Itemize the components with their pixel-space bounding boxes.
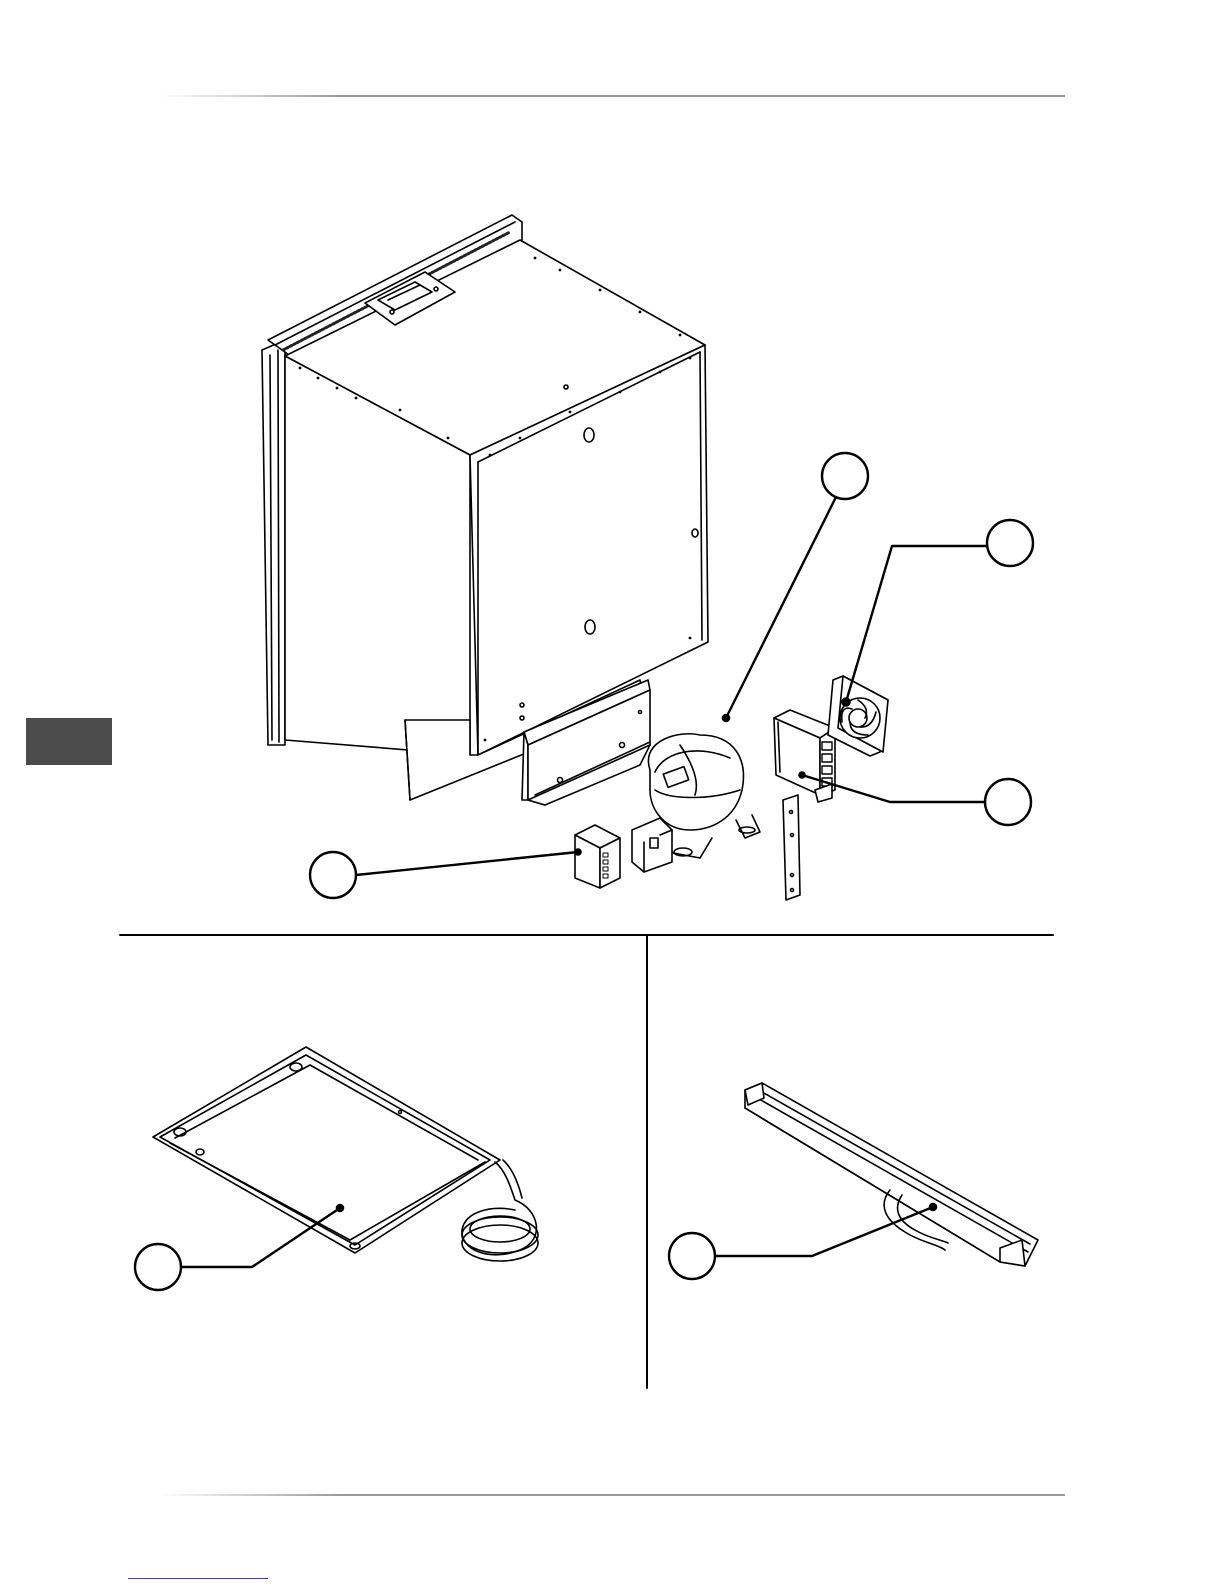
- condenser: [774, 710, 835, 802]
- callout-condenser: [802, 775, 1031, 825]
- drip-tray-plate: [153, 1047, 500, 1253]
- footer-link-underline[interactable]: [128, 1578, 268, 1579]
- callout-drain-channel: [669, 1207, 933, 1279]
- relay-box: [575, 825, 620, 888]
- drain-channel: [745, 1083, 1038, 1266]
- door-frame: [262, 340, 285, 745]
- compressor: [632, 734, 760, 872]
- callout-fan: [846, 520, 1033, 702]
- footer-rule: [160, 1494, 1065, 1496]
- cooling-fan: [828, 676, 888, 756]
- mounting-strip: [783, 795, 800, 900]
- callout-relay-box: [310, 852, 578, 898]
